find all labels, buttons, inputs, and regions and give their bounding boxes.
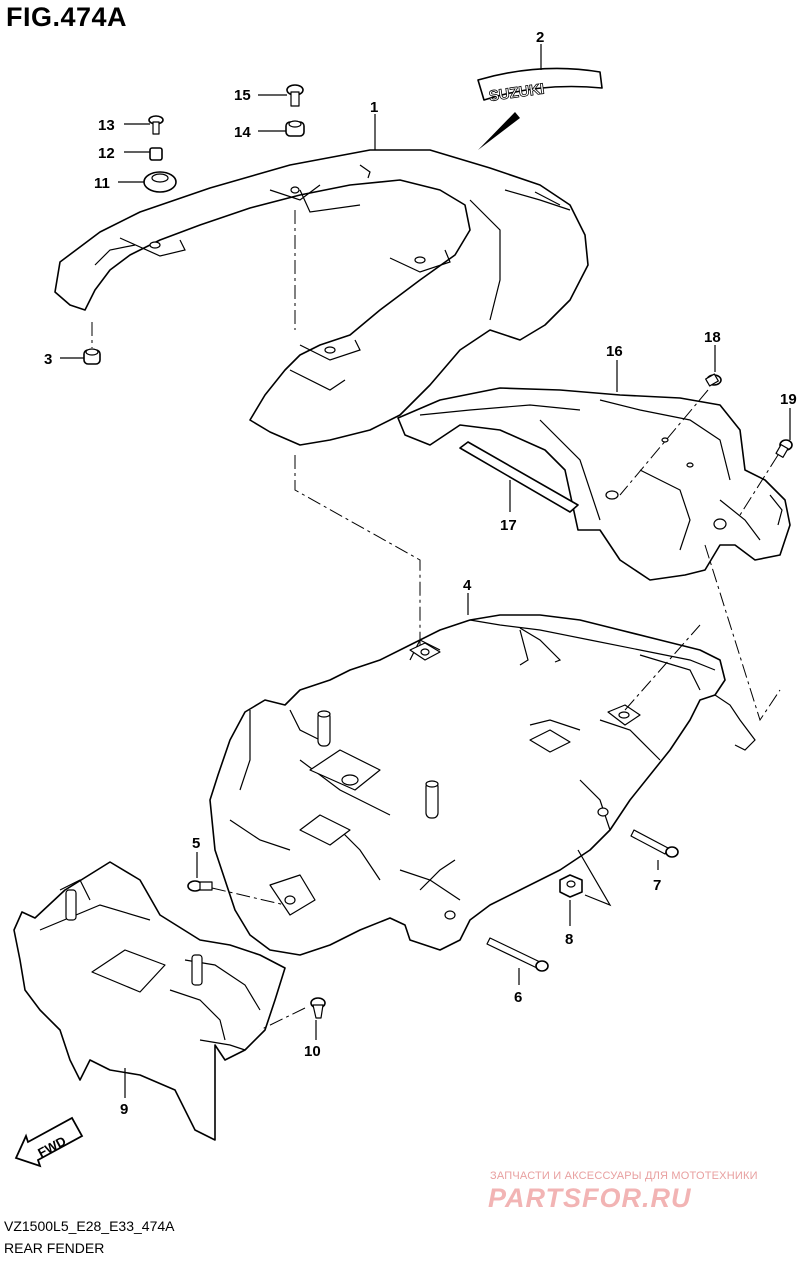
fwd-arrow-icon: FWD	[14, 1116, 84, 1168]
part-9-inner-cover[interactable]	[13, 861, 286, 1141]
part-2-suzuki-decal[interactable]: SUZUKI	[477, 67, 603, 106]
callout-16: 16	[606, 343, 623, 360]
callout-14: 14	[234, 124, 251, 141]
assembly-lines	[91, 210, 781, 1031]
callout-12: 12	[98, 145, 115, 162]
callout-5: 5	[192, 835, 200, 852]
callout-2: 2	[536, 29, 544, 46]
part-13-screw[interactable]	[148, 115, 164, 135]
callout-13: 13	[98, 117, 115, 134]
part-14-cushion[interactable]	[285, 120, 305, 137]
callout-1: 1	[370, 99, 378, 116]
callout-labels: 1 2 3 4 5 6 7 8 9 10 11 12 13 14 15 16 1…	[44, 29, 797, 1118]
callout-11: 11	[94, 175, 110, 192]
callout-7: 7	[653, 877, 661, 894]
part-6-bolt[interactable]	[486, 937, 549, 972]
part-12-collar[interactable]	[149, 147, 163, 161]
part-10-clip[interactable]	[310, 997, 326, 1019]
part-7-bolt[interactable]	[630, 829, 679, 858]
part-16-fender-inner[interactable]	[397, 387, 791, 581]
callout-17: 17	[500, 517, 517, 534]
callout-3: 3	[44, 351, 52, 368]
callout-18: 18	[704, 329, 721, 346]
part-15-bolt[interactable]	[286, 84, 304, 107]
leader-lines	[60, 44, 791, 1098]
callout-4: 4	[463, 577, 472, 594]
callout-15: 15	[234, 87, 251, 104]
callout-9: 9	[120, 1101, 128, 1118]
watermark-tagline: ЗАПЧАСТИ И АКСЕССУАРЫ ДЛЯ МОТОТЕХНИКИ	[490, 1170, 758, 1182]
part-3-cushion[interactable]	[83, 348, 101, 365]
part-11-grommet[interactable]	[143, 171, 177, 193]
section-title: REAR FENDER	[4, 1240, 105, 1256]
part-8-nut[interactable]	[559, 874, 583, 898]
part-4-rear-fender[interactable]	[209, 614, 756, 956]
watermark-logo: PARTSFOR.RU	[488, 1183, 692, 1213]
decal-pointer-arrow	[478, 112, 520, 150]
callout-10: 10	[304, 1043, 321, 1060]
model-code: VZ1500L5_E28_E33_474A	[4, 1218, 175, 1234]
part-17-pad[interactable]	[459, 441, 579, 513]
callout-8: 8	[565, 931, 573, 948]
callout-6: 6	[514, 989, 522, 1006]
part-19-screw[interactable]	[775, 439, 793, 458]
part-1-seat-cowl[interactable]	[54, 149, 589, 446]
figure-title: FIG.474A	[6, 2, 128, 32]
part-18-bolt[interactable]	[705, 373, 722, 387]
callout-19: 19	[780, 391, 797, 408]
part-5-bolt[interactable]	[187, 880, 213, 892]
